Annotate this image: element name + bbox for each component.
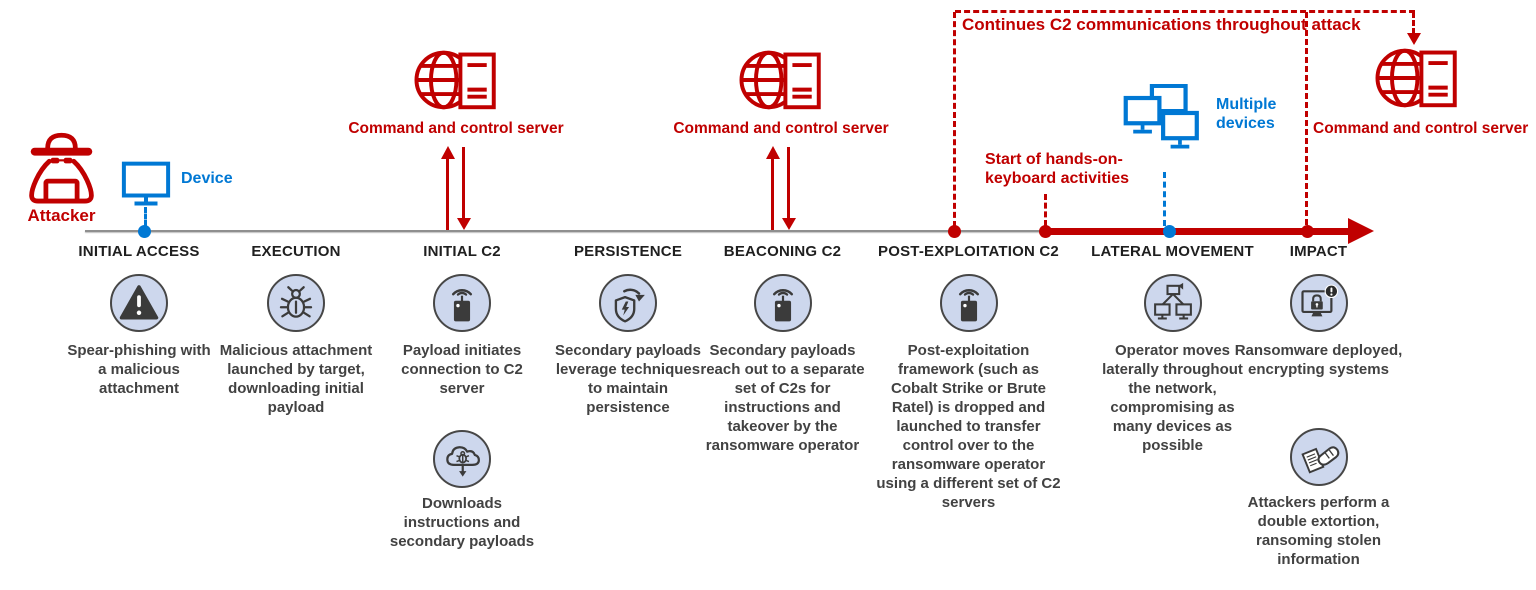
stage-title: IMPACT: [1289, 243, 1348, 260]
hands-on-keyboard-dashed-line: [1044, 194, 1047, 226]
stage-title: LATERAL MOVEMENT: [1091, 243, 1254, 260]
arrowhead-to-c2-server: [1406, 33, 1421, 45]
continues-c2-label: Continues C2 communications throughout a…: [962, 15, 1361, 34]
stage-title: PERSISTENCE: [573, 243, 683, 260]
multiple-devices-icon: [1122, 84, 1208, 170]
c2-server-icon-final: [1373, 42, 1461, 114]
c2-server-label-beaconing: Command and control server: [673, 120, 889, 137]
c2-beacon-icon: [939, 274, 998, 332]
timeline-arrowhead: [1348, 218, 1374, 244]
cloud-download-icon: [433, 430, 491, 488]
c2-beacon-icon: [433, 274, 491, 332]
timeline-red: [1048, 228, 1350, 235]
c2-server-icon-initial: [412, 44, 500, 116]
c2-server-icon-beaconing: [737, 44, 825, 116]
extortion-note-icon: [1289, 428, 1348, 486]
timeline-dot-hands-on-keyboard: [1039, 225, 1052, 238]
stage-title: BEACONING C2: [723, 243, 842, 260]
stage-description: Spear-phishing with a malicious attachme…: [67, 342, 211, 398]
device-icon: [119, 161, 173, 207]
dashed-line-post-exploitation: [953, 12, 956, 227]
c2-up-arrowhead-beaconing: [765, 146, 780, 159]
timeline-dot-impact: [1301, 225, 1314, 238]
timeline-dot-lateral-movement: [1163, 225, 1176, 238]
multiple-devices-label: Multiple devices: [1216, 96, 1277, 133]
stage-title: INITIAL ACCESS: [78, 243, 200, 260]
c2-down-arrow-line-initial: [462, 147, 465, 218]
c2-down-arrow-line-beaconing: [787, 147, 790, 218]
timeline-gray: [85, 230, 1052, 232]
stage-description: Operator moves laterally throughout the …: [1102, 342, 1243, 455]
c2-up-arrowhead-initial: [440, 146, 455, 159]
attacker-label: Attacker: [27, 206, 96, 225]
attacker-icon: [14, 130, 109, 208]
c2-up-arrow-line-beaconing: [771, 158, 774, 230]
c2-down-arrowhead-beaconing: [781, 218, 796, 230]
hands-on-keyboard-label: Start of hands-on-keyboard activities: [985, 151, 1130, 187]
timeline-dot-initial-access: [138, 225, 151, 238]
c2-down-arrowhead-initial: [456, 218, 471, 230]
ransomware-lock-icon: [1289, 274, 1348, 332]
stage-description: Secondary payloads reach out to a separa…: [700, 342, 865, 455]
device-dashed-line: [144, 207, 147, 226]
dashed-line-to-c2-server: [1412, 12, 1415, 34]
shield-persistence-icon: [599, 274, 657, 332]
stage-title: POST-EXPLOITATION C2: [878, 243, 1059, 260]
stage-description-secondary: Attackers perform a double extortion, ra…: [1247, 494, 1390, 569]
c2-beacon-icon: [753, 274, 812, 332]
stage-title: EXECUTION: [251, 243, 341, 260]
warning-icon: [110, 274, 168, 332]
bug-icon: [267, 274, 325, 332]
stage-description: Payload initiates connection to C2 serve…: [401, 342, 523, 398]
stage-title: INITIAL C2: [423, 243, 501, 260]
stage-description-secondary: Downloads instructions and secondary pay…: [389, 495, 535, 551]
stage-description: Secondary payloads leverage techniques t…: [555, 342, 701, 417]
timeline-dot-post-exploitation: [948, 225, 961, 238]
device-label: Device: [181, 170, 233, 187]
network-devices-icon: [1143, 274, 1202, 332]
stage-description: Ransomware deployed, encrypting systems: [1234, 342, 1403, 379]
c2-server-label-final: Command and control server: [1313, 120, 1529, 137]
stage-description: Post-exploitation framework (such as Cob…: [876, 342, 1061, 512]
dashed-line-impact: [1305, 12, 1308, 225]
c2-server-label-initial: Command and control server: [348, 120, 564, 137]
multiple-devices-dashed-line: [1163, 172, 1166, 226]
stage-description: Malicious attachment launched by target,…: [219, 342, 373, 417]
c2-up-arrow-line-initial: [446, 158, 449, 230]
dashed-line-top: [955, 10, 1415, 13]
